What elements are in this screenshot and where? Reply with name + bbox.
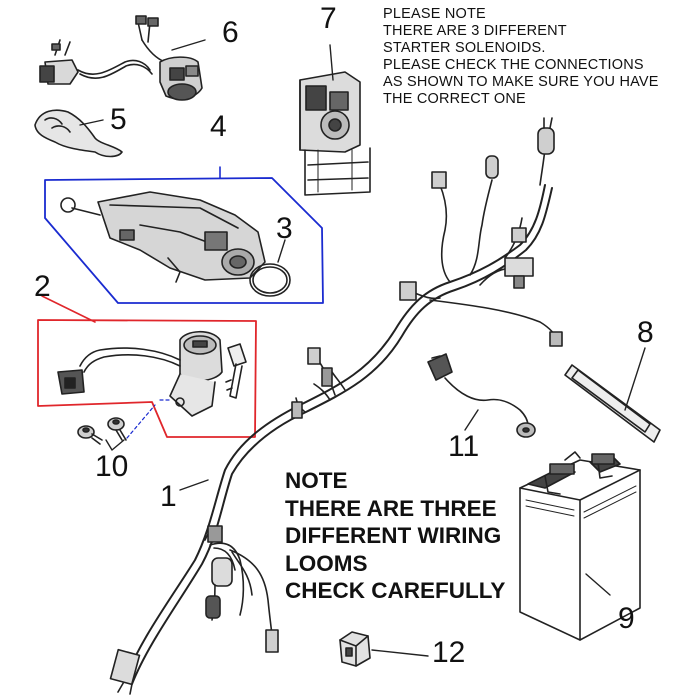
earth-lead-drawing xyxy=(427,353,536,438)
loom-note-line: DIFFERENT WIRING xyxy=(285,523,502,548)
wiring-harness-drawing xyxy=(109,117,563,695)
handlebar-switch-drawing xyxy=(39,15,206,101)
solenoid-note-line: STARTER SOLENOIDS. xyxy=(383,40,546,56)
loom-note-line: CHECK CAREFULLY xyxy=(285,578,506,603)
part-number-8: 8 xyxy=(637,316,654,349)
battery-strap-drawing xyxy=(564,347,661,443)
part-number-7: 7 xyxy=(320,2,337,35)
loom-note-line: THERE ARE THREE xyxy=(285,495,497,521)
solenoid-note-line: PLEASE CHECK THE CONNECTIONS xyxy=(383,57,644,73)
part-number-11: 11 xyxy=(448,430,480,463)
loom-note-line: NOTE xyxy=(285,468,348,493)
part-number-2: 2 xyxy=(34,270,51,303)
part-number-5: 5 xyxy=(110,103,127,136)
part-number-3: 3 xyxy=(276,212,293,245)
part-number-9: 9 xyxy=(618,602,635,635)
loom-note-line: LOOMS xyxy=(285,550,368,576)
part-number-10: 10 xyxy=(95,450,129,483)
screws-drawing xyxy=(77,404,156,451)
switch-cover-drawing xyxy=(34,109,123,158)
battery-drawing xyxy=(519,451,641,641)
starter-group-drawing xyxy=(44,166,324,304)
solenoid-note-line: AS SHOWN TO MAKE SURE YOU HAVE xyxy=(383,74,659,90)
solenoid-note-line: THERE ARE 3 DIFFERENT xyxy=(383,23,567,39)
part-number-12: 12 xyxy=(432,636,466,669)
ignition-group-drawing xyxy=(37,295,257,438)
solenoid-note-line: PLEASE NOTE xyxy=(383,6,486,22)
solenoid-note: PLEASE NOTE THERE ARE 3 DIFFERENT STARTE… xyxy=(383,6,659,108)
relay-drawing xyxy=(339,631,429,667)
loom-note: NOTE THERE ARE THREE DIFFERENT WIRING LO… xyxy=(285,467,505,605)
solenoid-note-line: THE CORRECT ONE xyxy=(383,91,526,107)
part-number-4: 4 xyxy=(210,110,227,143)
part-number-6: 6 xyxy=(222,16,239,49)
starter-solenoid-drawing xyxy=(299,44,371,196)
part-number-1: 1 xyxy=(160,480,177,513)
